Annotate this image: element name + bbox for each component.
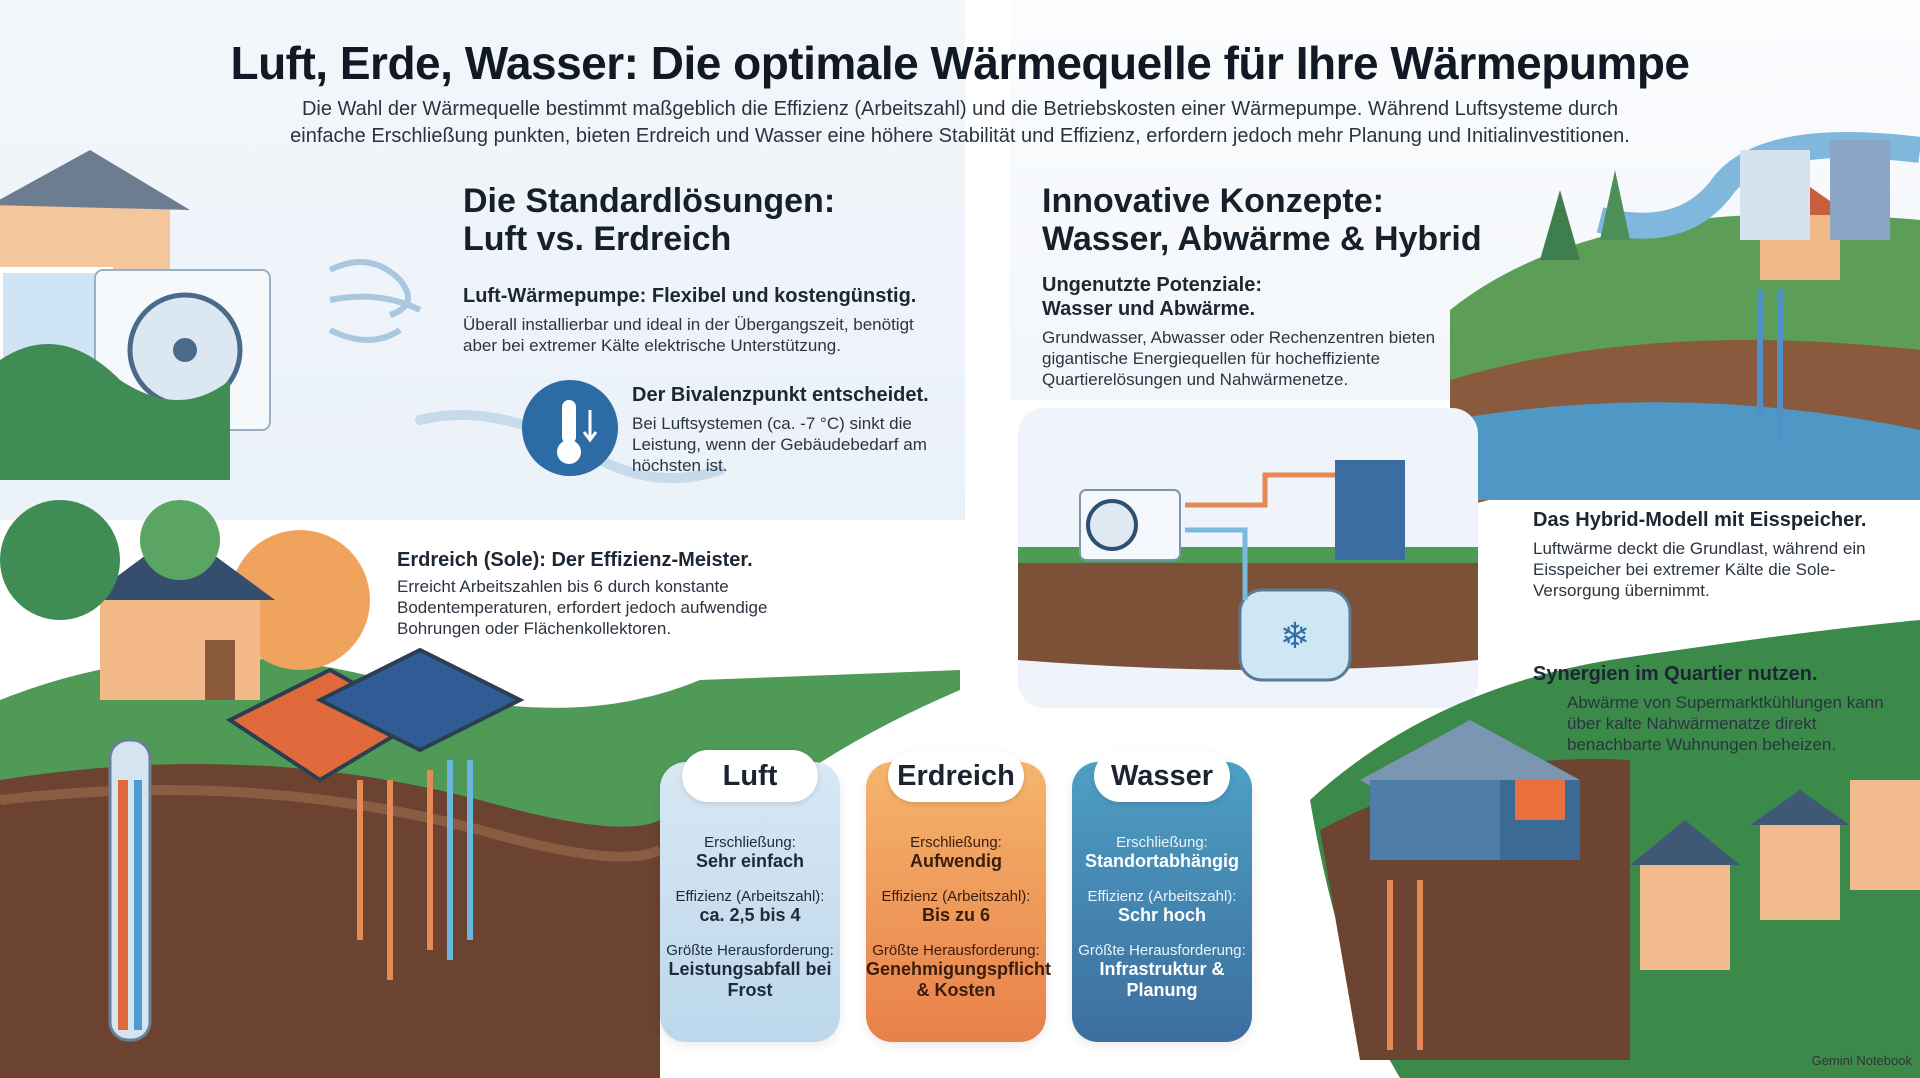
potenziale-section: Ungenutzte Potenziale: Wasser und Abwärm…: [1042, 273, 1442, 390]
standard-heading-line2: Luft vs. Erdreich: [463, 220, 732, 258]
luft-text: Überall installierbar und ideal in der Ü…: [463, 315, 914, 355]
potenziale-text: Grundwasser, Abwasser oder Rechenzentren…: [1042, 328, 1436, 389]
card-wasser-value-1: Standortabhängig: [1085, 851, 1239, 871]
card-wasser: Wasser Erschließung:Standortabhängig Eff…: [1072, 750, 1252, 1042]
card-wasser-label-2: Effizienz (Arbeitszahl):: [1087, 888, 1237, 905]
card-erdreich-value-2: Bis zu 6: [921, 905, 991, 925]
svg-text:❄: ❄: [1280, 615, 1310, 656]
card-erdreich-title: Erdreich: [888, 750, 1024, 802]
innovative-heading-line1: Innovative Konzepte:: [1042, 182, 1384, 220]
luft-title: Luft-Wärmepumpe: Flexibel und kostengüns…: [463, 285, 917, 307]
card-erdreich-label-1: Erschließung:: [910, 834, 1002, 851]
bivalenz-title: Der Bivalenzpunkt entscheidet.: [632, 384, 929, 406]
thermometer-illustration: [522, 380, 618, 476]
card-luft-title: Luft: [682, 750, 818, 802]
card-erdreich-label-3: Größte Herausforderung:: [872, 942, 1040, 959]
card-erdreich-value-1: Aufwendig: [910, 851, 1002, 871]
card-luft-label-2: Effizienz (Arbeitszahl):: [675, 888, 825, 905]
innovative-heading-line2: Wasser, Abwärme & Hybrid: [1042, 220, 1482, 258]
potenziale-title-line2: Wasser und Abwärme.: [1042, 298, 1256, 320]
house-airunit-illustration: [0, 150, 422, 480]
bivalenz-section: Der Bivalenzpunkt entscheidet. Bei Lufts…: [632, 383, 952, 476]
card-luft-value-1: Sehr einfach: [695, 851, 805, 871]
card-erdreich: Erdreich Erschließung:Aufwendig Effizien…: [866, 750, 1052, 1042]
bivalenz-text: Bei Luftsystemen (ca. -7 °C) sinkt die L…: [632, 414, 927, 475]
city-scene-illustration: [1310, 620, 1920, 1078]
card-luft-value-2: ca. 2,5 bis 4: [699, 905, 801, 925]
erdreich-section: Erdreich (Sole): Der Effizienz-Meister. …: [397, 548, 797, 639]
card-wasser-value-2: Schr hoch: [1117, 905, 1206, 925]
intro-text: Die Wahl der Wärmequelle bestimmt maßgeb…: [290, 98, 1630, 147]
card-luft-label-1: Erschließung:: [704, 834, 796, 851]
hybrid-diagram-illustration: ❄: [1018, 408, 1478, 708]
synergien-title: Synergien im Quartier nutzen.: [1533, 663, 1818, 685]
standard-heading-line1: Die Standardlösungen:: [463, 182, 836, 220]
synergien-text: Abwärme von Supermarktkühlungen kann übe…: [1567, 693, 1884, 754]
brand-label: Gemini Notebook: [1811, 1053, 1912, 1068]
luft-section: Luft-Wärmepumpe: Flexibel und kostengüns…: [463, 284, 943, 356]
card-erdreich-label-2: Effizienz (Arbeitszahl):: [881, 888, 1031, 905]
card-luft-value-3: Leistungsabfall bei Frost: [668, 959, 832, 1000]
card-wasser-title: Wasser: [1094, 750, 1230, 802]
card-wasser-value-3: Infrastruktur & Planung: [1099, 959, 1225, 1000]
card-wasser-label-1: Erschließung:: [1116, 834, 1208, 851]
standard-heading: Die Standardlösungen: Luft vs. Erdreich: [463, 182, 835, 258]
card-wasser-label-3: Größte Herausforderung:: [1078, 942, 1246, 959]
card-luft: Luft Erschließung:Sehr einfach Effizienz…: [660, 750, 840, 1042]
erdreich-text: Erreicht Arbeitszahlen bis 6 durch konst…: [397, 577, 768, 638]
potenziale-title-line1: Ungenutzte Potenziale:: [1042, 274, 1263, 296]
page-title: Luft, Erde, Wasser: Die optimale Wärmequ…: [230, 37, 1690, 89]
hybrid-title: Das Hybrid-Modell mit Eisspeicher.: [1533, 509, 1867, 531]
hybrid-text: Luftwärme deckt die Grundlast, während e…: [1533, 539, 1866, 600]
innovative-heading: Innovative Konzepte: Wasser, Abwärme & H…: [1042, 182, 1482, 258]
card-erdreich-value-3: Genehmigungspflicht & Kosten: [866, 959, 1052, 1000]
card-luft-label-3: Größte Herausforderung:: [666, 942, 834, 959]
synergien-section: Synergien im Quartier nutzen. Abwärme vo…: [1533, 662, 1893, 755]
hybrid-section: Das Hybrid-Modell mit Eisspeicher. Luftw…: [1533, 508, 1893, 601]
river-scene-illustration: [1450, 132, 1920, 510]
erdreich-title: Erdreich (Sole): Der Effizienz-Meister.: [397, 549, 753, 571]
